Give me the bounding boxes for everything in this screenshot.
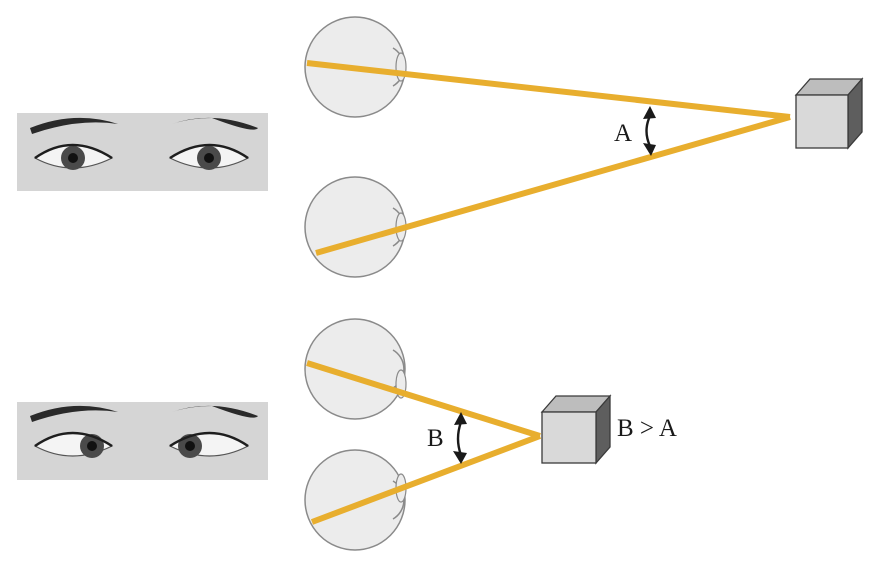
face-near-icon	[17, 402, 268, 480]
eyeball-lower-far	[304, 176, 407, 278]
angle-label-a: A	[614, 120, 632, 147]
angle-label-b: B	[427, 425, 444, 452]
face-far-icon	[17, 113, 268, 191]
comparison-label: B > A	[617, 415, 677, 442]
sight-line-lower-near	[310, 433, 542, 525]
sight-line-upper-near	[306, 360, 541, 439]
sight-line-lower-far	[315, 114, 791, 256]
angle-arrow-a	[643, 106, 656, 156]
angle-arrow-b	[453, 412, 467, 464]
sight-line-upper-far	[306, 60, 791, 120]
cube-near-icon	[540, 394, 612, 465]
cube-far-icon	[794, 77, 864, 150]
eyeball-lower-near	[304, 449, 407, 551]
panel-far-object: A	[17, 16, 864, 278]
panel-near-object: B B > A	[17, 318, 677, 551]
